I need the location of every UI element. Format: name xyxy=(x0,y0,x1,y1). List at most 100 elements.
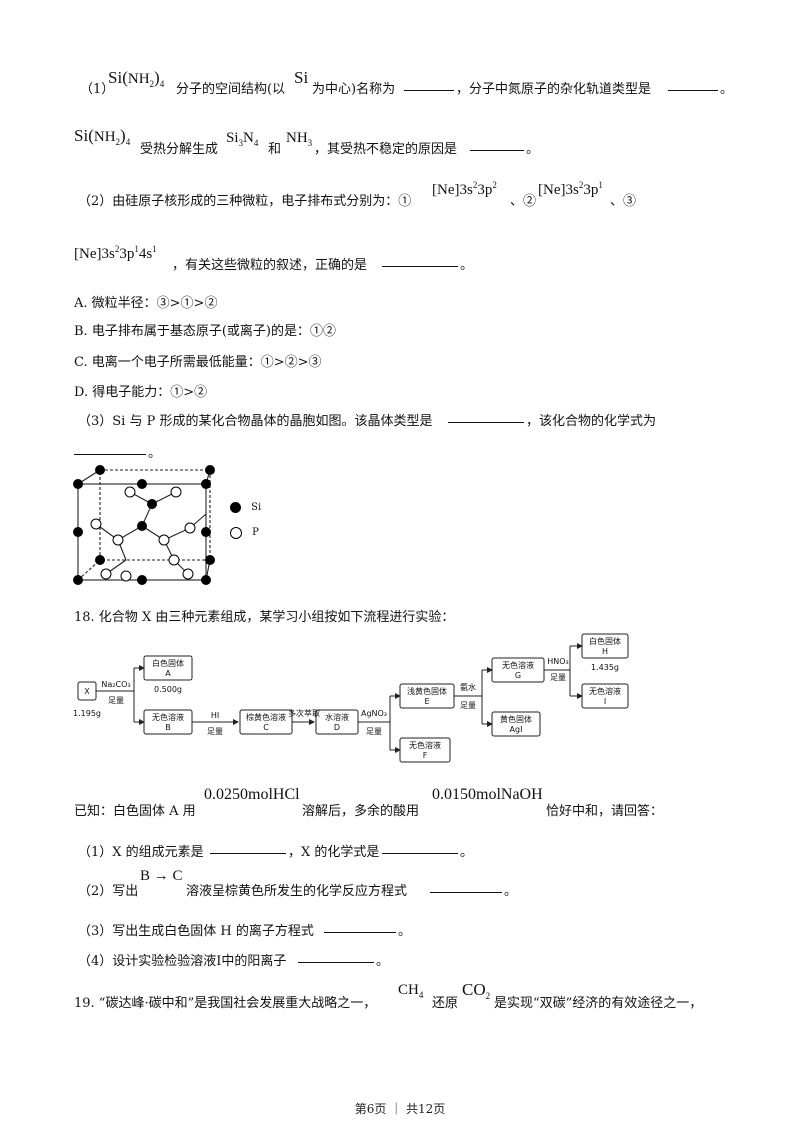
q19-text1: 19. “碳达峰·碳中和”是我国社会发展重大战略之一， xyxy=(74,996,377,1011)
flow-h-mass: 1.435g xyxy=(591,663,619,672)
q18-part3-text1: （3）写出生成白色固体 H 的离子方程式 xyxy=(78,924,314,939)
q18-part3-end: 。 xyxy=(398,924,412,939)
q17-part3-end: 。 xyxy=(148,446,162,461)
answer-blank[interactable] xyxy=(668,78,718,91)
flow-e-line2: E xyxy=(424,697,429,706)
page-footer: 第6页 ｜ 共12页 xyxy=(354,1102,446,1116)
flow-x-mass: 1.195g xyxy=(73,709,101,718)
option-a[interactable]: A. 微粒半径：③>①>② xyxy=(74,296,218,311)
answer-blank[interactable] xyxy=(74,442,146,455)
config-1: [Ne]3s23p2 xyxy=(432,180,497,198)
formula-si-nh2-4: Si(NH2)4 xyxy=(74,126,131,147)
flow-hi: HI xyxy=(211,711,219,720)
flow-c-line2: C xyxy=(263,723,269,732)
flow-agi-line2: AgI xyxy=(510,725,523,734)
flow-extract: 多次萃取 xyxy=(288,708,320,718)
flow-f-line1: 无色溶液 xyxy=(409,740,441,750)
answer-blank[interactable] xyxy=(298,950,374,963)
flow-i-line2: I xyxy=(604,697,606,706)
flow-f-line2: F xyxy=(423,751,428,760)
q18-part4-text1: （4）设计实验检验溶液I中的阳离子 xyxy=(78,954,287,969)
q19-text2: 还原 xyxy=(432,996,459,1011)
flow-agi-line1: 黄色固体 xyxy=(500,714,532,724)
flow-a-line1: 白色固体 xyxy=(152,658,184,668)
formula-si-nh2-4: Si(NH2)4 xyxy=(108,68,165,89)
flow-h-line2: H xyxy=(602,647,608,656)
flow-zuliang-ammonia: 足量 xyxy=(460,701,476,710)
flow-ammonia: 氨水 xyxy=(460,682,476,692)
flow-zuliang-hno3: 足量 xyxy=(550,673,566,682)
q18-part1-end: 。 xyxy=(460,845,474,860)
flow-na2co3: Na₂CO₃ xyxy=(101,680,130,689)
flow-b-line2: B xyxy=(165,723,171,732)
legend-p: P xyxy=(230,525,259,540)
flow-h-line1: 白色固体 xyxy=(589,636,621,646)
answer-blank[interactable] xyxy=(324,920,396,933)
q17-part2-text1: （2）由硅原子核形成的三种微粒，电子排布式分别为：① xyxy=(78,194,412,209)
q18-part1-text2: ，X 的化学式是 xyxy=(288,845,380,860)
q17-part2b-end: 。 xyxy=(460,258,474,273)
q18-part2-end: 。 xyxy=(504,884,518,899)
config-2: [Ne]3s23p1 xyxy=(538,180,603,198)
option-b[interactable]: B. 电子排布属于基态原子(或离子)的是：①② xyxy=(74,324,336,339)
q17-part3-text2: ，该化合物的化学式为 xyxy=(526,414,657,429)
filled-circle-icon xyxy=(230,502,241,513)
experiment-flow-diagram: X 1.195g Na₂CO₃ 足量 白色固体 A 0.500g 无色溶液 B … xyxy=(73,633,629,763)
q17-part2b-text: ，有关这些微粒的叙述，正确的是 xyxy=(172,258,368,273)
q18-known-text3: 恰好中和，请回答： xyxy=(546,804,664,819)
formula-co2: CO2 xyxy=(462,980,491,1001)
q17-part1b-end: 。 xyxy=(526,142,540,157)
q18-part2-text2: 溶液呈棕黄色所发生的化学反应方程式 xyxy=(186,884,408,899)
q17-part1-text3: ，分子中氮原子的杂化轨道类型是 xyxy=(456,82,652,97)
formula-si: Si xyxy=(294,68,309,87)
flow-a-mass: 0.500g xyxy=(154,685,182,694)
flow-zuliang-hi: 足量 xyxy=(207,727,223,736)
answer-blank[interactable] xyxy=(430,880,502,893)
flow-d-line2: D xyxy=(334,723,340,732)
config-3: [Ne]3s23p14s1 xyxy=(74,244,157,262)
flow-hno3: HNO₃ xyxy=(547,657,569,666)
option-c[interactable]: C. 电离一个电子所需最低能量：①>②>③ xyxy=(74,355,322,370)
flow-zuliang: 足量 xyxy=(108,696,124,705)
answer-blank[interactable] xyxy=(470,138,524,151)
q18-known-text2: 溶解后，多余的酸用 xyxy=(302,804,420,819)
flow-b-line1: 无色溶液 xyxy=(152,712,184,722)
answer-blank[interactable] xyxy=(448,410,524,423)
q17-part1-number: （1） xyxy=(80,82,115,97)
flow-x: X xyxy=(84,687,90,696)
q18-known-naoh: 0.0150molNaOH xyxy=(432,786,543,803)
flow-c-line1: 棕黄色溶液 xyxy=(246,712,286,722)
flow-i-line1: 无色溶液 xyxy=(589,686,621,696)
q18-title: 18. 化合物 X 由三种元素组成，某学习小组按如下流程进行实验： xyxy=(74,610,455,625)
q17-part1-text1: 分子的空间结构(以 xyxy=(176,82,286,97)
q18-part1-text1: （1）X 的组成元素是 xyxy=(78,845,204,860)
answer-blank[interactable] xyxy=(382,254,458,267)
answer-blank[interactable] xyxy=(382,841,458,854)
q18-part2-bc: B → C xyxy=(140,868,183,884)
formula-nh3: NH3 xyxy=(286,130,313,148)
flow-g-line2: G xyxy=(515,671,521,680)
flow-g-line1: 无色溶液 xyxy=(502,660,534,670)
q17-part1b-text2: 和 xyxy=(268,142,282,157)
q17-part1-text2: 为中心)名称为 xyxy=(312,82,396,97)
formula-ch4: CH4 xyxy=(398,982,424,1000)
q17-part2-sep1: 、② xyxy=(510,194,537,209)
q17-part3-text1: （3）Si 与 P 形成的某化合物晶体的晶胞如图。该晶体类型是 xyxy=(78,414,433,429)
option-d[interactable]: D. 得电子能力：①>② xyxy=(74,385,208,400)
flow-a-line2: A xyxy=(165,669,171,678)
q18-known-text1: 已知：白色固体 A 用 xyxy=(74,804,196,819)
q18-part2-text1: （2）写出 xyxy=(78,884,139,899)
q17-part2-sep2: 、③ xyxy=(610,194,637,209)
answer-blank[interactable] xyxy=(210,841,286,854)
flow-zuliang-agno3: 足量 xyxy=(366,727,382,736)
answer-blank[interactable] xyxy=(404,78,454,91)
legend-si: Si xyxy=(230,500,261,515)
flow-agno3: AgNO₃ xyxy=(361,709,387,718)
q17-part1b-text3: ，其受热不稳定的原因是 xyxy=(314,142,458,157)
hollow-circle-icon xyxy=(230,526,242,539)
formula-si3n4: Si3N4 xyxy=(226,130,259,148)
q18-part4-end: 。 xyxy=(376,954,390,969)
q17-part1-end: 。 xyxy=(720,82,734,97)
q18-known-hcl: 0.0250molHCl xyxy=(204,786,300,803)
q19-text3: 是实现“双碳”经济的有效途径之一， xyxy=(494,996,703,1011)
